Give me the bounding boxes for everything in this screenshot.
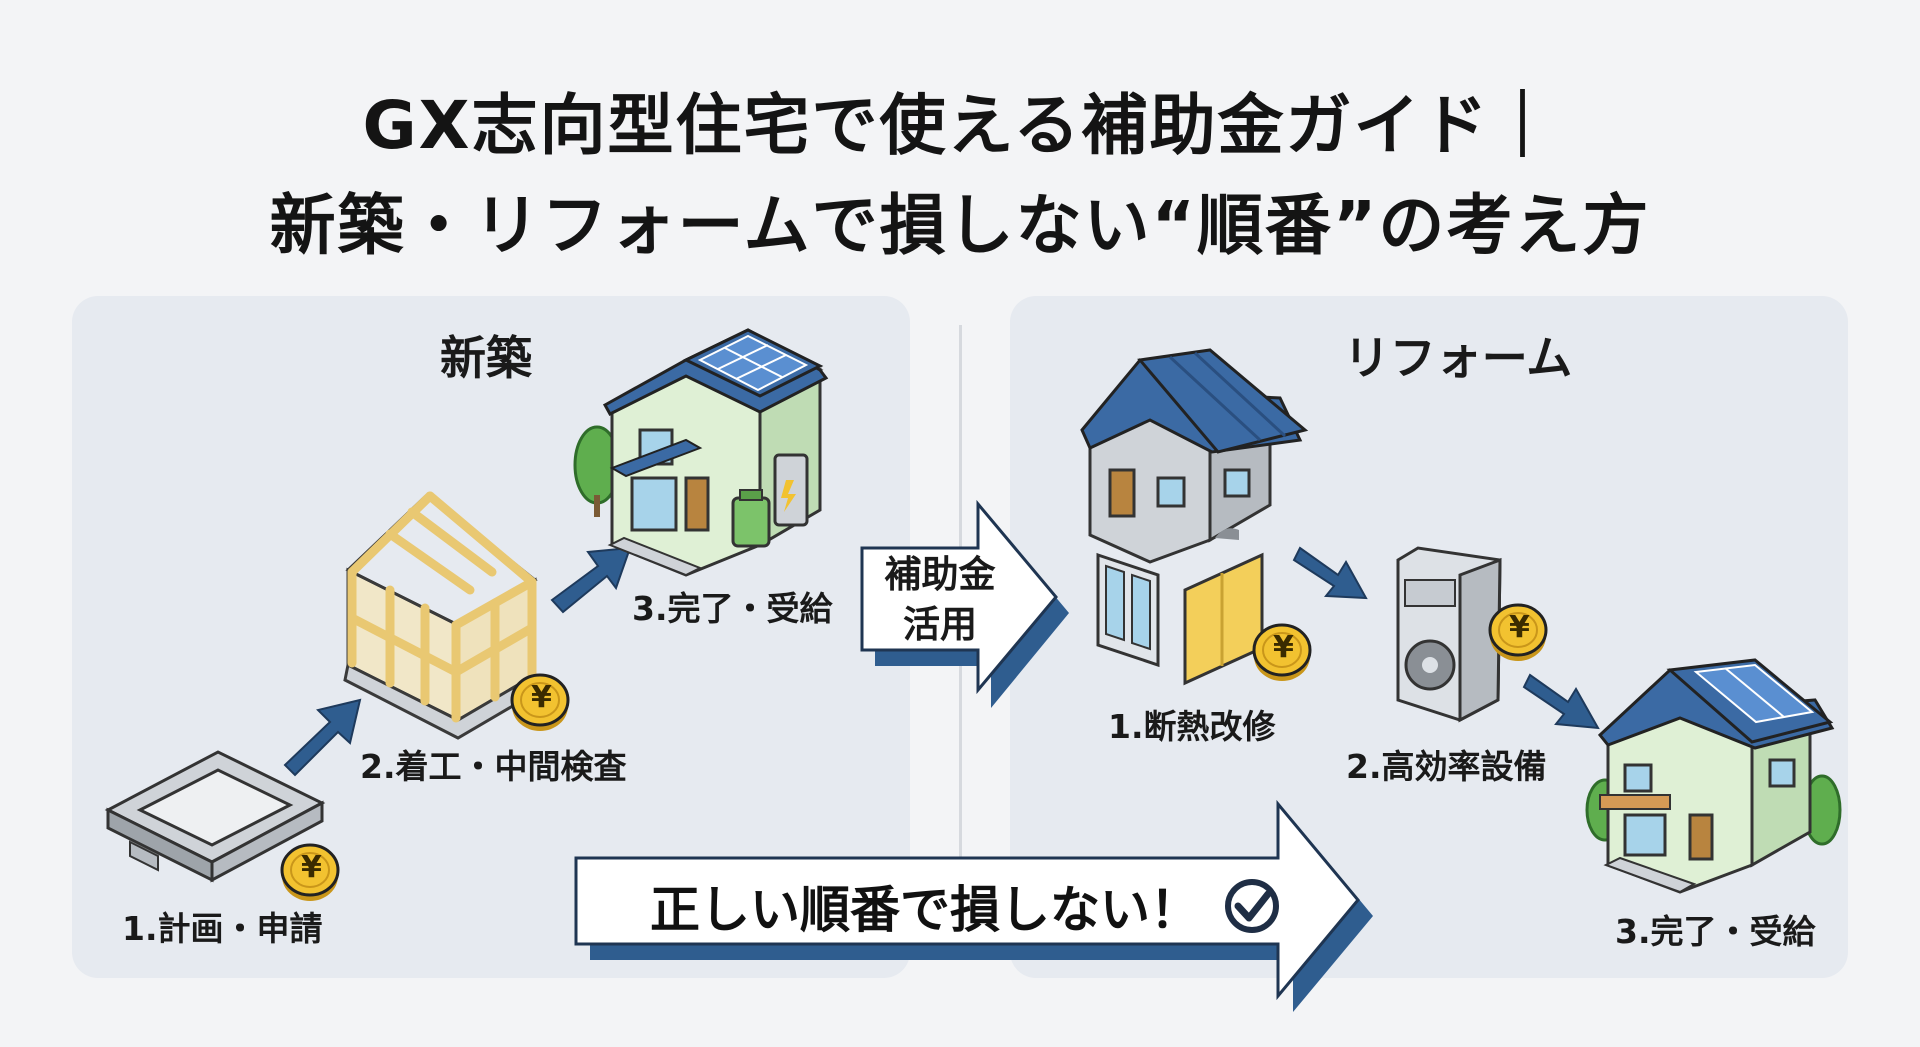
center-arrow-line2: 活用 [903,603,977,646]
center-arrow-shape [860,499,1069,708]
reform-heading: リフォーム [1343,331,1573,385]
reform-step-3: 3.完了・受給 [1615,912,1816,951]
page-title-line1: GX志向型住宅で使える補助金ガイド｜ [362,87,1558,164]
banner-label: 正しい順番で損しない！ [650,881,1200,939]
center-arrow-line1: 補助金 [884,553,996,596]
foundation-icon [104,750,326,883]
arrow-icon [1292,546,1368,600]
coin-symbol: ¥ [1273,630,1294,665]
insulation-panel-icon [1183,552,1264,686]
reform-step-1: 1.断熱改修 [1108,707,1276,746]
new-build-step-3: 3.完了・受給 [632,589,833,628]
center-arrow-label: 補助金 活用 [880,550,1000,650]
new-build-step-2: 2.着工・中間検査 [360,747,627,786]
arrow-icon [550,546,632,614]
reform-step-2: 2.高効率設備 [1346,747,1547,786]
old-house-icon [1080,348,1309,564]
new-build-step-1: 1.計画・申請 [122,909,323,948]
window-icon [1096,552,1160,668]
heat-pump-icon [1396,546,1502,723]
solar-house-icon [573,328,829,577]
arrow-icon [283,698,362,777]
coin-symbol: ¥ [531,680,552,715]
renovated-house-icon [1585,658,1842,894]
page-title-line2: 新築・リフォームで損しない“順番”の考え方 [269,187,1651,264]
banner-arrow-shape [574,799,1373,1012]
coin-symbol: ¥ [301,850,322,885]
house-frame-beams [347,491,537,723]
new-build-heading: 新築 [440,331,532,385]
coin-symbol: ¥ [1509,610,1530,645]
arrow-icon [1522,673,1600,730]
check-circle-icon [1225,879,1279,933]
